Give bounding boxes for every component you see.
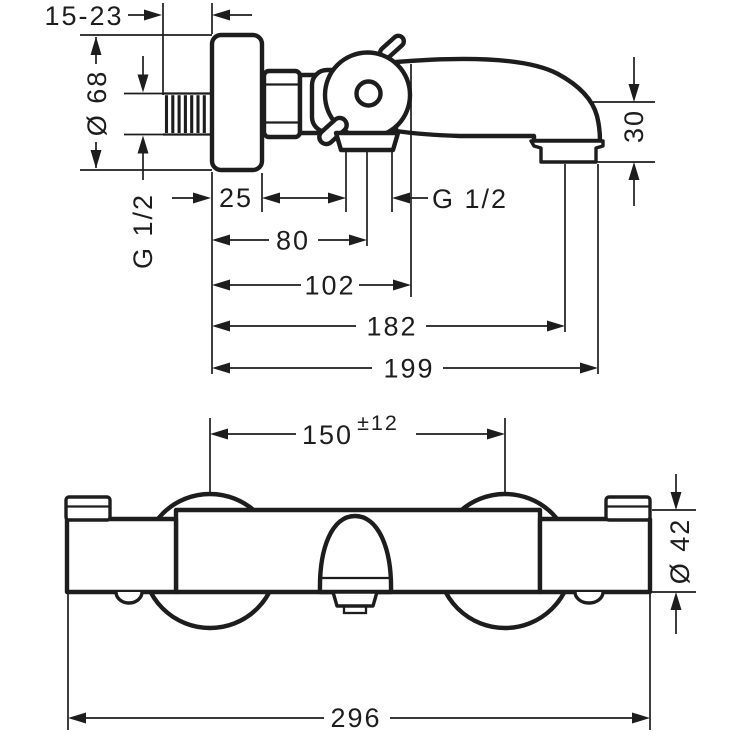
dim-199: 199: [212, 164, 599, 384]
dim-80: 80: [212, 226, 367, 256]
button-left: [114, 591, 144, 605]
spout-mount: [317, 513, 394, 595]
arrow-left-icon: [212, 320, 230, 332]
arrow-right-icon: [547, 320, 565, 332]
dim-102-label: 102: [304, 271, 355, 301]
arrow-up-icon: [670, 592, 682, 610]
arrow-left-icon: [262, 192, 280, 204]
dim-outlet-thread: G 1/2: [328, 152, 508, 246]
handle-right: [537, 516, 653, 595]
dim-102: 102: [212, 64, 412, 301]
arrow-down-icon: [137, 74, 149, 93]
arrow-left-icon: [212, 9, 230, 21]
dim-center-distance-label: 150±12: [302, 411, 399, 450]
wall-thread-icon: [163, 92, 211, 136]
arrow-down-icon: [670, 492, 682, 510]
arrow-left-icon: [392, 192, 410, 204]
arrow-left-icon: [210, 428, 228, 440]
arrow-right-icon: [193, 192, 211, 204]
dim-inlet-thread: G 1/2: [124, 56, 163, 269]
arrow-left-icon: [212, 362, 230, 374]
dim-182-label: 182: [366, 312, 417, 342]
union-nut: [261, 68, 303, 140]
wall-escutcheon: [209, 32, 265, 173]
dim-escutcheon-diameter-label: Ø 68: [82, 70, 112, 137]
arrow-right-icon: [580, 362, 598, 374]
dim-body-diameter: Ø 42: [652, 474, 696, 634]
side-view: 15-23 Ø 68 G 1/2 25: [44, 1, 655, 384]
arrow-left-icon: [68, 712, 86, 724]
spout-outlet: [529, 139, 605, 164]
dim-outlet-thread-label: G 1/2: [432, 184, 508, 214]
dim-overall-width-label: 296: [330, 703, 381, 733]
handle-cap-right: [604, 495, 652, 522]
aerator: [331, 590, 379, 615]
arrow-up-icon: [90, 36, 102, 55]
dim-wall-depth-label: 15-23: [44, 1, 123, 31]
arrow-right-icon: [393, 279, 411, 291]
front-view: 150±12 Ø 42 296: [64, 411, 696, 733]
dim-body-diameter-label: Ø 42: [665, 518, 695, 585]
dim-spout-height-30: 30: [593, 57, 655, 206]
handle-button-icon: [354, 79, 383, 108]
dim-overall-width: 296: [67, 594, 651, 733]
dim-199-label: 199: [383, 354, 434, 384]
dim-spout-height-label: 30: [619, 109, 649, 143]
arrow-right-icon: [487, 428, 505, 440]
arrow-right-icon: [349, 234, 367, 246]
handle-left: [64, 516, 179, 595]
outlet-flange: [333, 130, 401, 153]
arrow-right-icon: [632, 712, 650, 724]
arrow-right-icon: [328, 192, 346, 204]
arrow-up-icon: [137, 135, 149, 154]
dim-offset-25-label: 25: [219, 183, 253, 213]
arrow-up-icon: [628, 162, 640, 180]
button-right: [573, 591, 605, 605]
dim-wall-depth: 15-23: [44, 1, 252, 95]
arrow-down-icon: [628, 84, 640, 102]
handle-cap-left: [64, 495, 112, 522]
dim-offset-25: 25: [172, 172, 328, 374]
dim-80-label: 80: [276, 226, 310, 256]
thermostat-handle: [322, 50, 413, 140]
dim-inlet-thread-label: G 1/2: [128, 193, 158, 269]
arrow-left-icon: [212, 234, 230, 246]
dim-182: 182: [212, 164, 566, 342]
arrow-left-icon: [212, 279, 230, 291]
arrow-right-icon: [144, 9, 162, 21]
arrow-down-icon: [90, 150, 102, 169]
dim-escutcheon-diameter: Ø 68: [80, 34, 212, 171]
dim-center-distance: 150±12: [209, 411, 506, 492]
spout: [393, 56, 605, 164]
